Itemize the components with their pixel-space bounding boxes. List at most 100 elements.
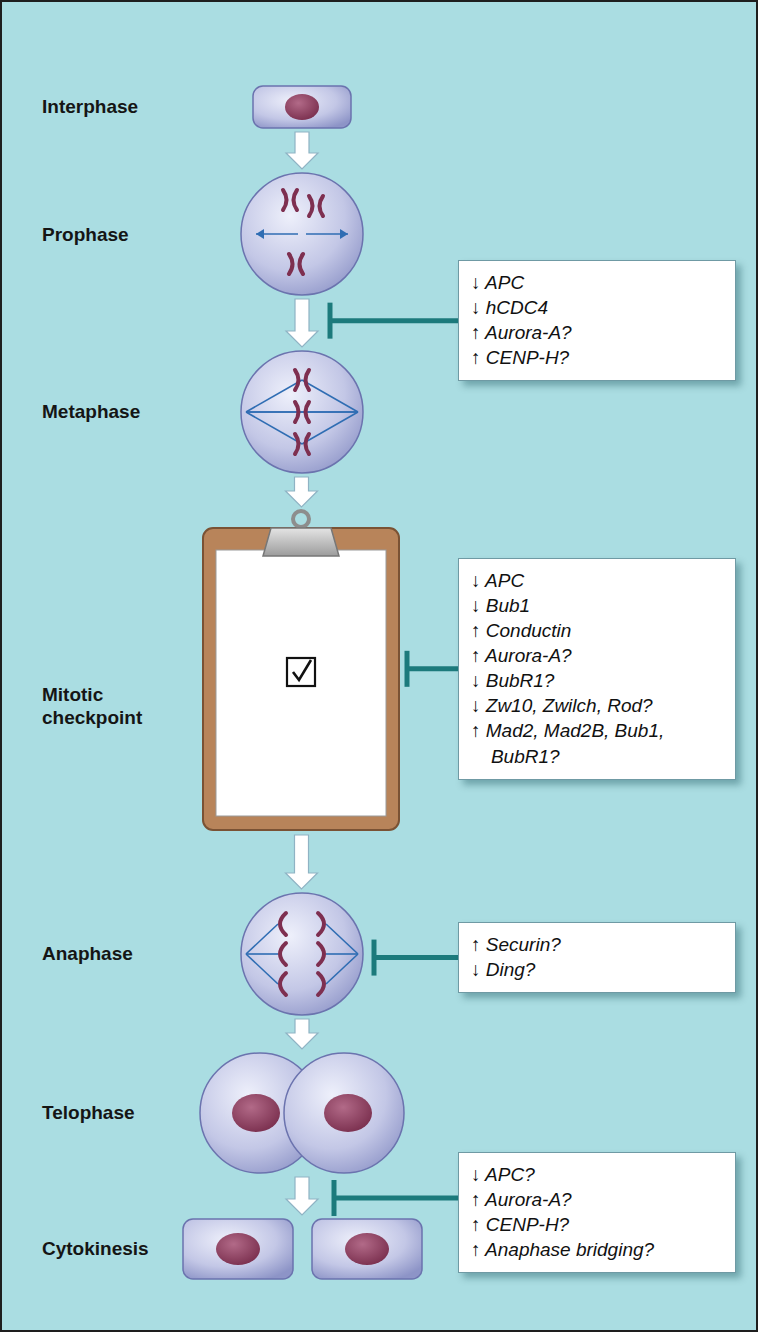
stage-label: Anaphase [42,943,192,966]
cell-body [253,86,351,128]
inhibition-bar [328,303,333,339]
spindle-fiber [246,953,278,955]
cell-body [241,351,363,473]
cell-stage: Mitotic checkpoint [202,510,400,832]
cell-stage: Telophase [198,1052,406,1174]
nucleus [285,94,319,120]
nucleus [216,1233,260,1265]
cell-stage: Cytokinesis [182,1218,422,1280]
nucleus [324,1094,372,1132]
chromatid [318,943,324,965]
chromatid [318,973,324,995]
inhibitor-box: ↓ APC↓ Bub1↑ Conductin↑ Aurora-A?↓ BubR1… [458,558,736,780]
nucleus [232,1094,280,1132]
spindle-fiber [326,954,358,984]
spindle-pole [340,229,348,239]
spindle-pole [256,229,264,239]
cell-illustration [182,1218,422,1280]
inhibitor-box: ↓ APC↓ hCDC4↑ Aurora-A?↑ CENP-H? [458,260,736,381]
inhibition-bar [372,940,377,976]
chromosome [295,434,309,454]
cell-illustration [198,1052,406,1174]
spindle-fiber [246,412,302,444]
cell-illustration [240,350,364,474]
cell-body [183,1219,293,1279]
gene-item: ↑ Anaphase bridging? [471,1237,723,1262]
clipboard-paper [216,550,386,816]
cell-stage: Prophase [240,172,364,296]
inhibition-bar [332,1180,337,1216]
chromatid [280,913,286,935]
chromatid [280,943,286,965]
flow-arrow [286,1019,318,1049]
chromosome [295,402,309,422]
spindle-fiber [246,411,358,413]
cell-stage: Interphase [252,85,352,129]
cell-body [241,893,363,1015]
cell-illustration [252,85,352,129]
spindle-fiber [302,380,358,412]
flow-arrow [286,835,318,889]
gene-item: ↓ hCDC4 [471,295,723,320]
gene-item: ↑ CENP-H? [471,345,723,370]
stage-label: Cytokinesis [42,1238,192,1261]
cell-body [312,1219,422,1279]
inhibition-line [374,955,458,960]
gene-item: ↑ CENP-H? [471,1212,723,1237]
flow-arrow [286,477,318,507]
gene-item: ↓ Bub1 [471,593,723,618]
checkbox [287,658,315,686]
cell-stage: Anaphase [240,892,364,1016]
gene-item: ↓ Ding? [471,957,723,982]
gene-item: ↑ Aurora-A? [471,1187,723,1212]
inhibition-bar [405,651,410,687]
chromatid [280,973,286,995]
spindle-fiber [246,954,278,984]
gene-item: ↓ APC? [471,1162,723,1187]
gene-item: ↓ APC [471,270,723,295]
spindle-fiber [326,953,358,955]
check-mark [293,660,311,680]
cell-stage: Metaphase [240,350,364,474]
chromosome [289,254,303,274]
gene-item: ↓ APC [471,568,723,593]
clipboard-icon [202,510,400,832]
nucleus [345,1233,389,1265]
spindle-fiber [246,380,302,412]
inhibition-line [330,318,458,323]
gene-item: ↓ Zw10, Zwilch, Rod? [471,693,723,718]
inhibition-line [334,1196,458,1201]
chromatid [318,913,324,935]
chromosome [295,370,309,390]
gene-item: ↑ Conductin [471,618,723,643]
spindle-fiber [302,412,358,444]
cell-body [241,173,363,295]
gene-item: ↑ Securin? [471,932,723,957]
clip [263,528,339,556]
inhibitor-box: ↓ APC?↑ Aurora-A?↑ CENP-H?↑ Anaphase bri… [458,1152,736,1273]
gene-item: ↑ Aurora-A? [471,643,723,668]
inhibitor-box: ↑ Securin?↓ Ding? [458,922,736,993]
flow-arrow [286,299,318,347]
clipboard-board [203,528,399,830]
stage-label: Metaphase [42,401,192,424]
flow-arrow [286,132,318,169]
gene-item: ↓ BubR1? [471,668,723,693]
spindle-fiber [326,924,358,954]
flow-arrow [286,1177,318,1215]
stage-label: Prophase [42,224,192,247]
spindle-fiber [246,924,278,954]
gene-item: ↑ Mad2, Mad2B, Bub1, BubR1? [471,718,723,768]
cell-illustration [240,172,364,296]
chromosome [283,190,297,210]
inhibition-line [407,666,458,671]
cell-body [284,1053,404,1173]
stage-label: Interphase [42,96,192,119]
chromosome [309,196,323,216]
stage-label: Mitotic checkpoint [42,684,170,730]
cell-illustration [240,892,364,1016]
clip-ring [293,511,309,527]
gene-item: ↑ Aurora-A? [471,320,723,345]
stage-label: Telophase [42,1102,192,1125]
